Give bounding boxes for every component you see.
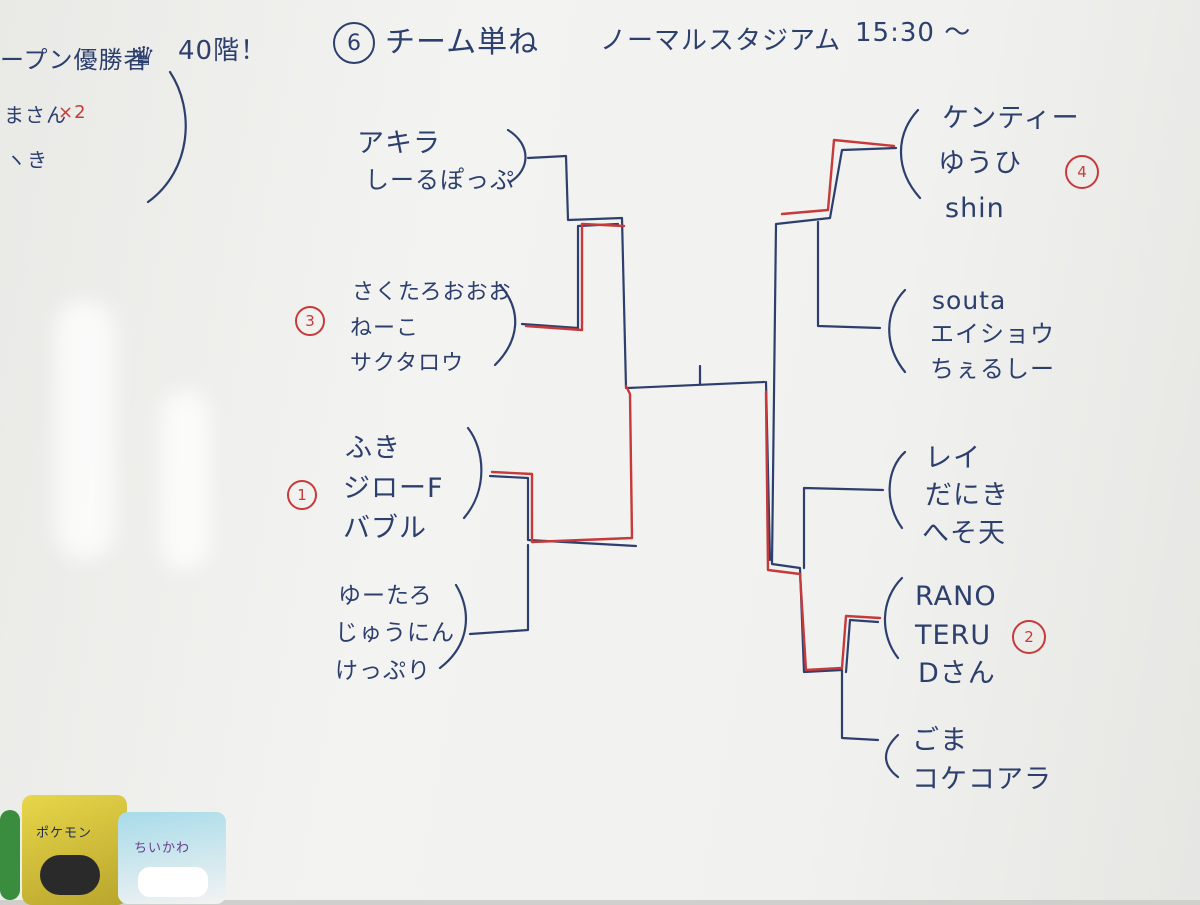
bracket-final-line (626, 380, 766, 390)
brace-team-5 (899, 108, 922, 200)
bracket-line-right-middle (802, 486, 885, 570)
brace-team-6 (888, 288, 907, 374)
brace-team-2 (493, 283, 517, 367)
event-number-circle: 6 (333, 22, 375, 64)
team-4-member-2: じゅうにん (335, 620, 455, 646)
team-9-member-2: コケコアラ (912, 764, 1052, 795)
team-5-member-1: ケンティー (942, 103, 1080, 134)
team-3-member-2: ジローF (343, 473, 444, 504)
light-glare (160, 390, 210, 570)
team-5-member-3: shin (945, 193, 1005, 224)
start-time: 15:30 〜 (855, 18, 972, 48)
bracket-line-left-bottom (468, 543, 530, 636)
snack-pack-left-character (40, 855, 100, 895)
team-2-member-2: ねーこ (350, 316, 420, 341)
bracket-line-left-top (526, 154, 628, 390)
bracket-line-left-upper (520, 222, 620, 330)
stadium-name: ノーマルスタジアム (600, 26, 842, 56)
green-snack-edge (0, 810, 20, 900)
note-line-1: ープン優勝者 (0, 46, 149, 74)
note-floor: 40階！ (178, 36, 268, 66)
brace-team-9 (884, 733, 900, 779)
brace-team-8 (883, 576, 904, 660)
team-5-seed: 4 (1065, 155, 1099, 189)
team-2-seed: 3 (295, 306, 325, 336)
brace-team-4 (438, 583, 467, 670)
note-brace (146, 70, 187, 204)
winner-path-left-lower (490, 384, 634, 544)
team-3-member-1: ふき (345, 433, 401, 464)
team-8-seed: 2 (1012, 620, 1046, 654)
team-6-member-3: ちぇるしー (930, 355, 1055, 383)
snack-pack-left-label: ポケモン (36, 826, 93, 841)
snack-pack-right-character (138, 867, 208, 897)
winner-path-right-lower (764, 390, 882, 672)
bracket-line-right-upper (816, 220, 882, 330)
crown-icon: ♛ (132, 42, 157, 72)
team-7-member-3: へそ天 (922, 518, 1006, 549)
team-3-seed: 1 (287, 480, 317, 510)
bracket-line-right-lower (844, 618, 880, 674)
light-glare (55, 300, 115, 560)
team-4-member-1: ゆーたろ (338, 583, 433, 609)
winner-path-right-upper (780, 138, 896, 216)
event-number: 6 (347, 30, 361, 56)
team-4-member-3: けっぷり (335, 658, 431, 684)
team-6-member-2: エイショウ (930, 320, 1055, 348)
team-3-member-3: バブル (343, 513, 427, 544)
brace-team-3 (462, 426, 483, 520)
team-5-member-2: ゆうひ (938, 148, 1022, 179)
brace-team-1 (506, 128, 527, 184)
team-8-member-3: Dさん (918, 658, 996, 689)
team-7-member-1: レイ (925, 443, 981, 474)
team-8-member-2: TERU (915, 620, 992, 651)
team-1-member-1: アキラ (357, 128, 441, 159)
bracket-line-left-lower (488, 474, 638, 548)
snack-pack-left: ポケモン (22, 795, 127, 905)
brace-team-7 (888, 450, 907, 530)
team-2-member-1: さくたろおおお (352, 280, 512, 305)
team-6-member-1: souta (932, 286, 1007, 315)
note-line-2: まさん (4, 103, 67, 127)
snack-pack-right: ちいかわ (118, 812, 226, 904)
team-8-member-1: RANO (915, 581, 997, 612)
bracket-line-right-main (770, 146, 898, 742)
team-2-member-3: サクタロウ (350, 351, 465, 376)
note-multiplier: ×2 (58, 102, 87, 123)
team-1-member-2: しーるぽっぷ (365, 166, 515, 194)
note-line-3: ヽき (6, 148, 48, 172)
team-9-member-1: ごま (912, 725, 968, 756)
event-title: チーム単ね (385, 25, 540, 60)
team-7-member-2: だにき (925, 480, 1009, 511)
snack-pack-right-label: ちいかわ (134, 841, 191, 856)
winner-path-left-upper (524, 222, 626, 332)
